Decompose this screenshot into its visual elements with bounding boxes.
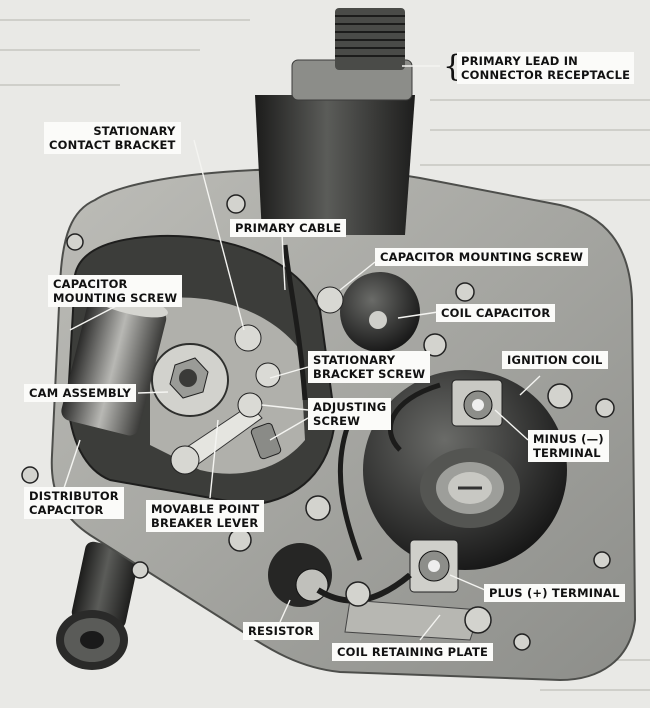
cam-assembly-part	[151, 343, 229, 417]
cables	[282, 244, 441, 561]
drive-shaft	[56, 541, 140, 670]
label-distributor-capacitor: DISTRIBUTOR CAPACITOR	[24, 487, 124, 519]
label-capacitor-mounting-screw-left: CAPACITOR MOUNTING SCREW	[48, 275, 183, 307]
coil-capacitor-part	[316, 272, 420, 352]
resistor-part	[268, 543, 412, 607]
label-stationary-bracket-screw: STATIONARY BRACKET SCREW	[308, 351, 431, 383]
label-adjusting-screw: ADJUSTING SCREW	[308, 398, 392, 430]
leader-lines	[63, 65, 541, 641]
connector-housing	[255, 8, 415, 235]
plus-terminal-part	[409, 539, 459, 593]
label-resistor: RESISTOR	[243, 622, 319, 640]
minus-terminal-part	[451, 379, 503, 427]
label-coil-capacitor: COIL CAPACITOR	[436, 304, 556, 322]
label-capacitor-mounting-screw-right: CAPACITOR MOUNTING SCREW	[375, 248, 589, 266]
label-cam-assembly: CAM ASSEMBLY	[24, 384, 137, 402]
label-plus-terminal: PLUS (+) TERMINAL	[484, 584, 625, 602]
label-coil-retaining-plate: COIL RETAINING PLATE	[332, 643, 494, 661]
label-primary-cable: PRIMARY CABLE	[230, 219, 347, 237]
coil-retaining-plate-part	[344, 599, 481, 641]
label-stationary-contact-bracket: STATIONARY CONTACT BRACKET	[44, 122, 181, 154]
ignition-coil-part	[363, 370, 567, 570]
label-ignition-coil: IGNITION COIL	[502, 351, 608, 369]
label-movable-point-breaker-lever: MOVABLE POINT BREAKER LEVER	[146, 500, 265, 532]
label-primary-lead-connector: PRIMARY LEAD IN CONNECTOR RECEPTACLE	[457, 52, 635, 84]
label-minus-terminal: MINUS (—) TERMINAL	[528, 430, 609, 462]
